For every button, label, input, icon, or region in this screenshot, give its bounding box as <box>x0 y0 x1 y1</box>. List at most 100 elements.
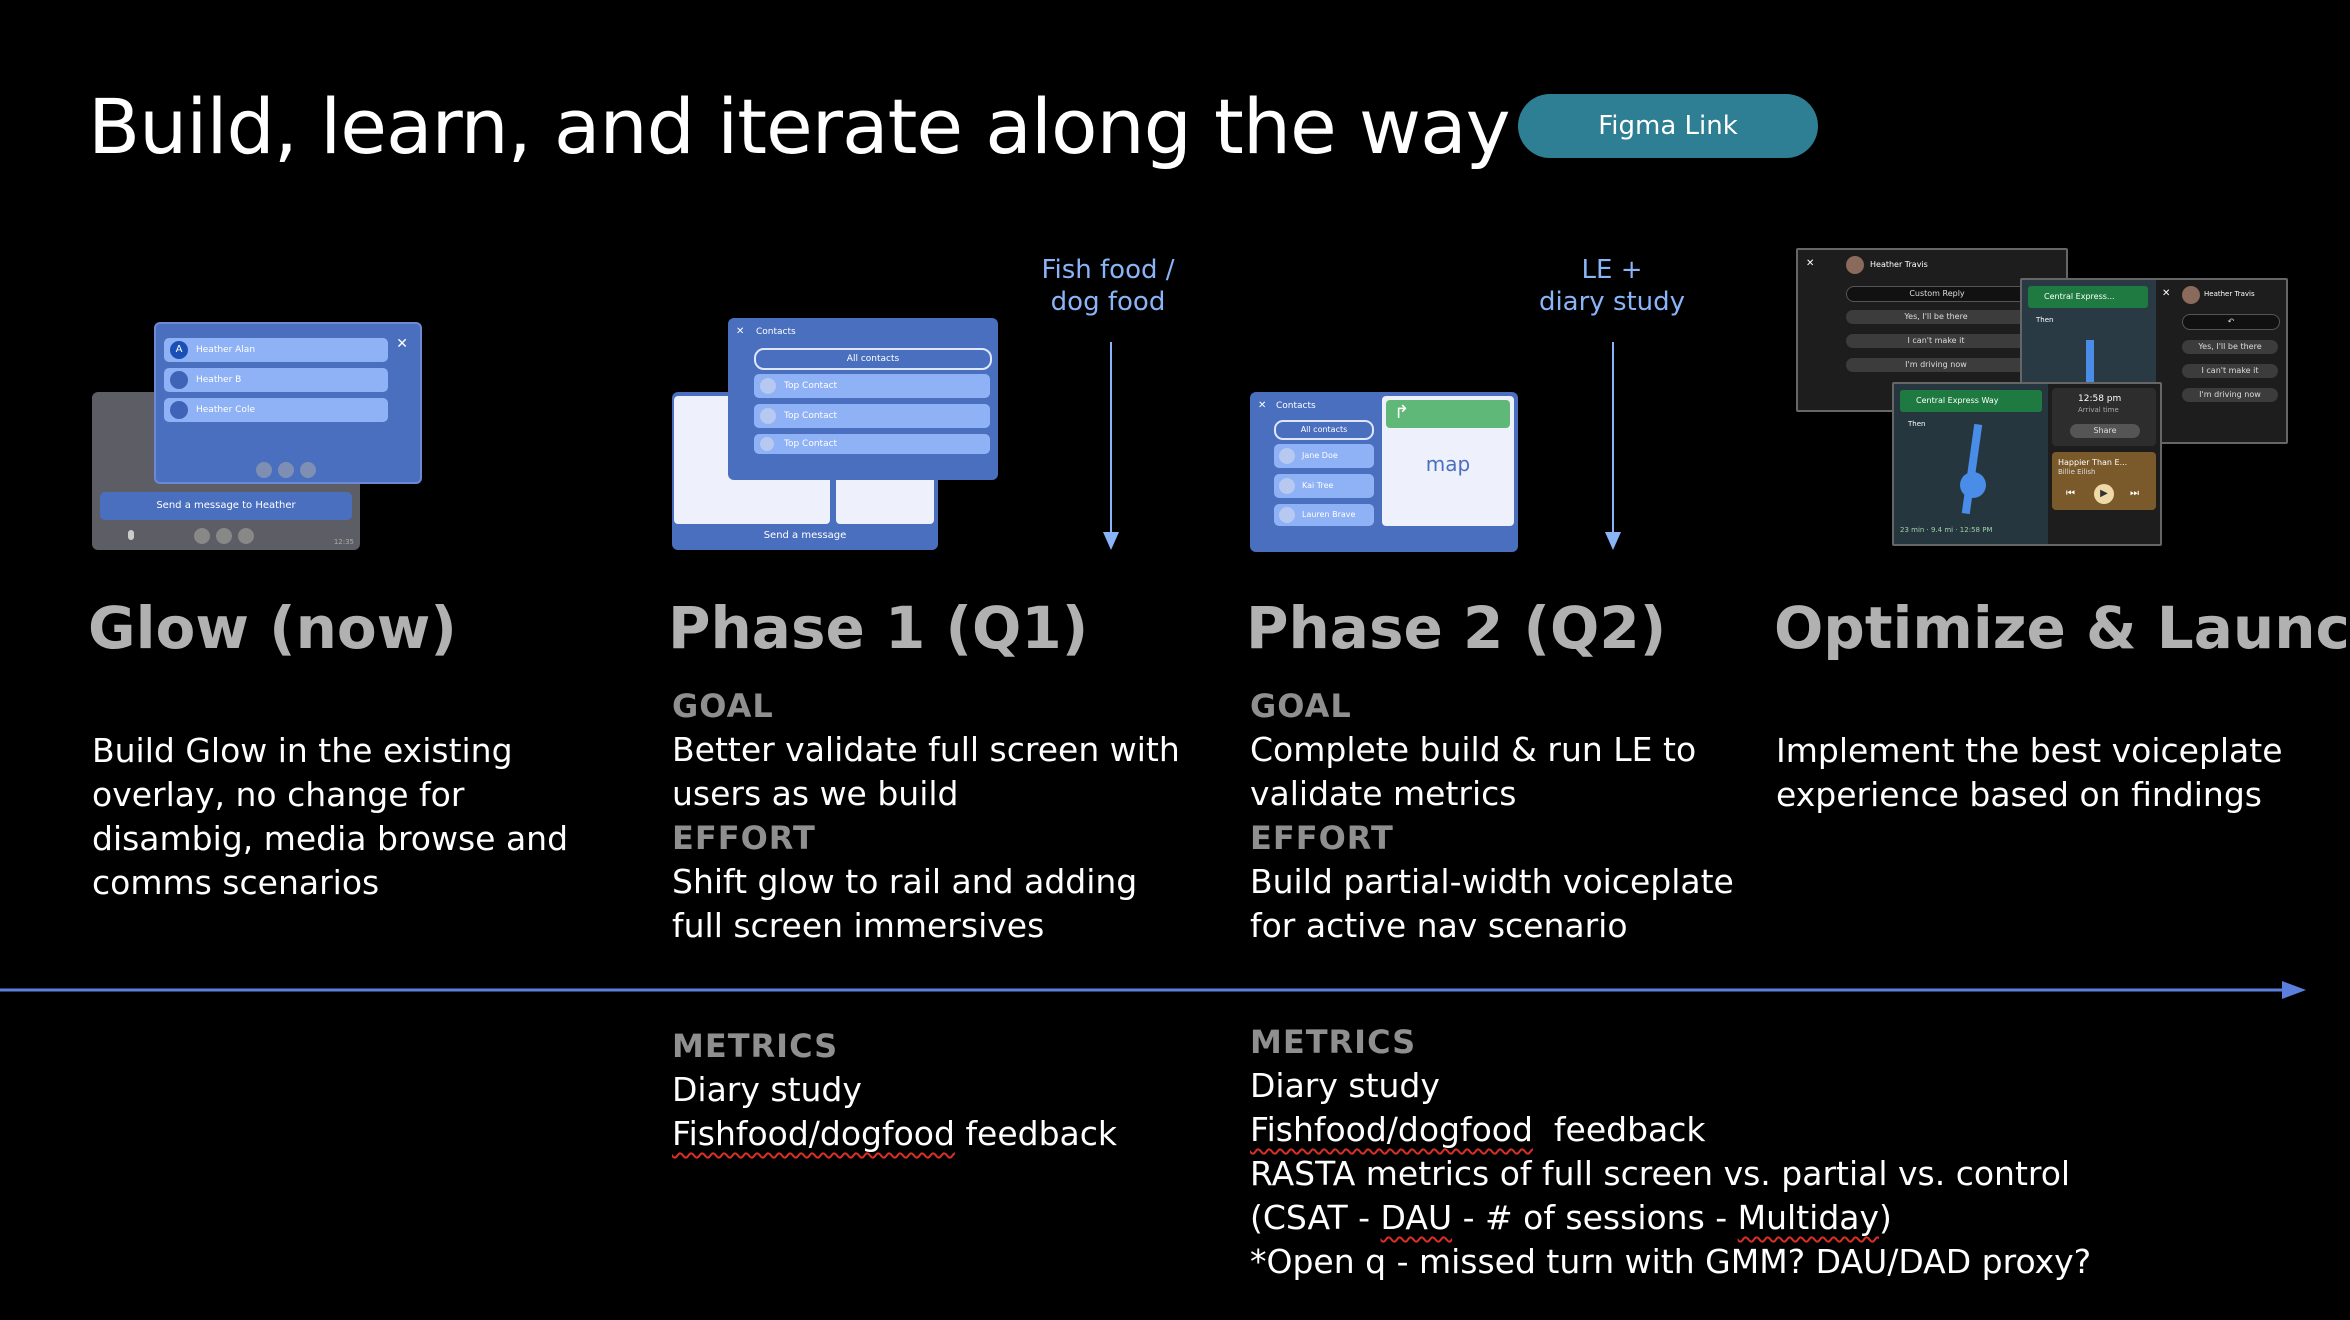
text-line: overlay, no change for <box>92 775 465 814</box>
avatar <box>170 371 188 389</box>
avatar: A <box>170 341 188 359</box>
contact-row[interactable]: Kai Tree <box>1274 474 1374 498</box>
time-label: 12:35 <box>333 538 354 546</box>
nav-turn-banner: ↱ <box>1386 400 1510 428</box>
arrival-card: 12:58 pm Arrival time Share <box>2052 388 2156 446</box>
phase2-metrics: METRICS Diary study Fishfood/dogfood fee… <box>1250 1020 2091 1284</box>
avatar <box>1846 256 1864 274</box>
contacts-header: Contacts <box>1276 401 1316 411</box>
contact-row[interactable]: Heather Cole <box>164 398 388 422</box>
effort-line: Build partial-width voiceplate <box>1250 862 1734 901</box>
contact-name: Kai Tree <box>1302 481 1334 490</box>
contact-row[interactable]: Top Contact <box>754 434 990 454</box>
reply-option[interactable]: Yes, I'll be there <box>2182 340 2278 354</box>
metric-line: *Open q - missed turn with GMM? DAU/DAD … <box>1250 1242 2092 1281</box>
close-icon[interactable]: ✕ <box>2162 288 2171 299</box>
reply-option[interactable]: I'm driving now <box>2182 388 2278 402</box>
avatar <box>1279 478 1295 494</box>
reply-back-button[interactable]: ↶ <box>2182 314 2280 330</box>
contact-name: Top Contact <box>784 381 838 391</box>
goal-line: validate metrics <box>1250 774 1517 813</box>
metric-text: Multiday <box>1737 1198 1880 1237</box>
send-message-bar[interactable]: Send a message <box>763 530 847 541</box>
metric-line: Diary study <box>1250 1066 1440 1105</box>
goal-label: GOAL <box>1250 687 1352 725</box>
nav-banner: Central Express... <box>2028 286 2148 308</box>
previous-icon[interactable]: ⏮ <box>2066 488 2075 499</box>
reply-option[interactable]: I can't make it <box>1846 334 2026 348</box>
note-line: LE + <box>1581 255 1643 285</box>
contact-name: Jane Doe <box>1302 451 1338 460</box>
effort-label: EFFORT <box>1250 819 1394 857</box>
contact-row[interactable]: Top Contact <box>754 374 990 398</box>
contact-row[interactable]: A Heather Alan <box>164 338 388 362</box>
le-diary-note: LE + diary study <box>1512 254 1712 318</box>
metric-line: RASTA metrics of full screen vs. partial… <box>1250 1154 2071 1193</box>
contact-row[interactable]: Top Contact <box>754 404 990 428</box>
close-icon[interactable]: ✕ <box>1806 258 1815 269</box>
reply-option[interactable]: I can't make it <box>2182 364 2278 378</box>
contact-name: Heather Travis <box>1870 260 1928 269</box>
reply-option[interactable]: I'm driving now <box>1846 358 2026 372</box>
nav-street: Central Express Way <box>1916 396 1999 405</box>
glow-mockup: Send a message to Heather 12:35 ✕ A Heat… <box>92 318 422 550</box>
contact-row[interactable]: Heather B <box>164 368 388 392</box>
effort-line: Shift glow to rail and adding <box>672 862 1138 901</box>
metric-text: - # of sessions - <box>1452 1198 1738 1237</box>
close-icon[interactable]: ✕ <box>736 326 745 337</box>
phase1-details: GOAL Better validate full screen with us… <box>672 684 1180 948</box>
send-message-bar[interactable]: Send a message to Heather <box>100 492 352 520</box>
note-line: dog food <box>1050 287 1166 317</box>
effort-line: full screen immersives <box>672 906 1045 945</box>
next-icon[interactable]: ⏭ <box>2130 488 2139 499</box>
all-contacts-pill[interactable]: All contacts <box>754 348 992 370</box>
avatar <box>760 378 776 394</box>
close-icon[interactable]: ✕ <box>396 336 408 352</box>
optimize-description: Implement the best voiceplate experience… <box>1776 729 2283 817</box>
text-line: disambig, media browse and <box>92 819 569 858</box>
avatar <box>170 401 188 419</box>
note-line: Fish food / <box>1041 255 1175 285</box>
metrics-label: METRICS <box>672 1027 839 1065</box>
text-line: Implement the best voiceplate <box>1776 731 2283 770</box>
text-line: experience based on findings <box>1776 775 2262 814</box>
route-line <box>1961 423 1983 515</box>
nav-media-card: Central Express Way Then 23 min · 9.4 mi… <box>1892 382 2162 546</box>
nav-street: Central Express... <box>2044 292 2115 301</box>
figma-link-button[interactable]: Figma Link <box>1518 94 1818 158</box>
custom-reply-button[interactable]: Custom Reply <box>1846 286 2028 302</box>
arrival-time: 12:58 pm <box>2078 394 2122 404</box>
note-line: diary study <box>1538 287 1686 317</box>
metric-line: Diary study <box>672 1070 862 1109</box>
contact-row[interactable]: Jane Doe <box>1274 444 1374 468</box>
contact-name: Heather Alan <box>196 345 256 355</box>
fishfood-note: Fish food / dog food <box>1008 254 1208 318</box>
goal-line: Better validate full screen with <box>672 730 1180 769</box>
metric-text: Fishfood/dogfood <box>672 1114 955 1153</box>
control-dot <box>238 528 254 544</box>
phase-title-phase2: Phase 2 (Q2) <box>1246 594 1667 662</box>
metric-line: (CSAT - DAU - # of sessions - Multiday) <box>1250 1196 2091 1240</box>
then-label: Then <box>2036 316 2054 324</box>
reply-option[interactable]: Yes, I'll be there <box>1846 310 2026 324</box>
effort-label: EFFORT <box>672 819 816 857</box>
play-button[interactable]: ▶ <box>2094 484 2114 504</box>
metric-line: Fishfood/dogfood feedback <box>672 1112 1117 1156</box>
phase1-metrics: METRICS Diary study Fishfood/dogfood fee… <box>672 1024 1117 1156</box>
contact-name: Heather Cole <box>196 405 255 415</box>
turn-arrow-icon: ↱ <box>1394 402 1410 423</box>
close-icon[interactable]: ✕ <box>1258 400 1267 411</box>
share-button[interactable]: Share <box>2070 424 2140 438</box>
arrival-label: Arrival time <box>2078 406 2119 414</box>
contact-name: Heather Travis <box>2204 290 2255 298</box>
metric-text: DAU <box>1380 1198 1453 1237</box>
nav-banner: Central Express Way <box>1900 390 2042 412</box>
metric-line: Fishfood/dogfood feedback <box>1250 1108 2091 1152</box>
artist-name: Billie Eilish <box>2058 468 2096 476</box>
mic-icon <box>128 530 134 540</box>
control-dot <box>256 462 272 478</box>
phase1-mockup: Send a message ✕ Contacts All contacts T… <box>672 318 1002 552</box>
contact-name: Top Contact <box>784 439 838 449</box>
all-contacts-pill[interactable]: All contacts <box>1274 420 1374 440</box>
contact-row[interactable]: Lauren Brave <box>1274 504 1374 526</box>
